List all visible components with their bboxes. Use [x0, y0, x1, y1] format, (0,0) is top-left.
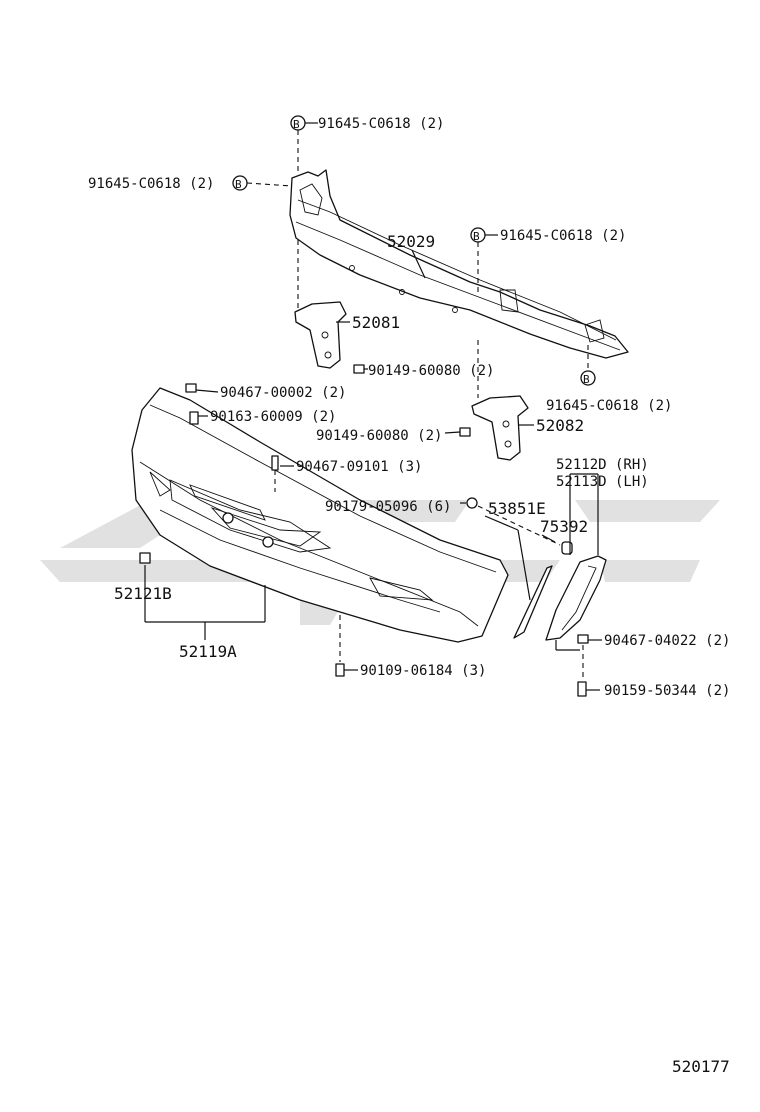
callout-52081: 52081 — [352, 313, 400, 332]
clip-90467-09101 — [271, 455, 279, 471]
bolt-90149-60080-a — [353, 364, 365, 374]
b-marker-4: B — [580, 370, 596, 386]
callout-91645-c0618-left: 91645-C0618 (2) — [88, 176, 214, 192]
callout-90149-60080-upper: 90149-60080 (2) — [368, 363, 494, 379]
screw-90159-50344 — [577, 681, 587, 697]
diagram-number: 520177 — [672, 1057, 730, 1076]
bracket-52081 — [294, 301, 347, 369]
callout-91645-c0618-right: 91645-C0618 (2) — [546, 398, 672, 414]
callout-52112d-rh: 52112D (RH) — [556, 457, 649, 473]
b-marker-2: B — [232, 175, 248, 191]
callout-90109-06184: 90109-06184 (3) — [360, 663, 486, 679]
svg-text:B: B — [235, 178, 242, 191]
retainer-52121B — [139, 552, 151, 564]
svg-text:B: B — [293, 118, 300, 131]
b-marker-3: B — [470, 227, 486, 243]
bolt-90149-60080-b — [459, 427, 471, 437]
callout-90163-60009: 90163-60009 (2) — [210, 409, 336, 425]
callout-91645-c0618-top: 91645-C0618 (2) — [318, 116, 444, 132]
clip-90467-04022 — [577, 634, 589, 644]
bolt-90109-06184 — [335, 663, 345, 677]
bumper-cover — [131, 387, 509, 643]
callout-52029: 52029 — [387, 232, 435, 251]
callout-52082: 52082 — [536, 416, 584, 435]
callout-91645-c0618-mid: 91645-C0618 (2) — [500, 228, 626, 244]
callout-90467-04022: 90467-04022 (2) — [604, 633, 730, 649]
grille-clip-b — [262, 536, 274, 548]
nut-90179-05096 — [466, 497, 478, 509]
callout-90467-09101: 90467-09101 (3) — [296, 459, 422, 475]
callout-90149-60080-lower: 90149-60080 (2) — [316, 428, 442, 444]
screw-90163-60009 — [189, 411, 199, 425]
leader-lines — [144, 122, 602, 691]
callout-90467-00002: 90467-00002 (2) — [220, 385, 346, 401]
molding-53851e — [513, 565, 553, 639]
grille-clip-a — [222, 512, 234, 524]
svg-text:B: B — [473, 230, 480, 243]
bracket-52082 — [471, 395, 529, 461]
bumper-reinforcement — [289, 169, 629, 359]
callout-90179-05096: 90179-05096 (6) — [325, 499, 451, 515]
b-marker-1: B — [290, 115, 306, 131]
callout-90159-50344: 90159-50344 (2) — [604, 683, 730, 699]
callout-53851e: 53851E — [488, 499, 546, 518]
callout-52113d-lh: 52113D (LH) — [556, 474, 649, 490]
bumper-extension — [545, 555, 607, 641]
callout-52121b: 52121B — [114, 584, 172, 603]
clip-90467-00002 — [185, 383, 197, 393]
callout-52119a: 52119A — [179, 642, 237, 661]
svg-text:B: B — [583, 373, 590, 386]
callout-75392: 75392 — [540, 517, 588, 536]
